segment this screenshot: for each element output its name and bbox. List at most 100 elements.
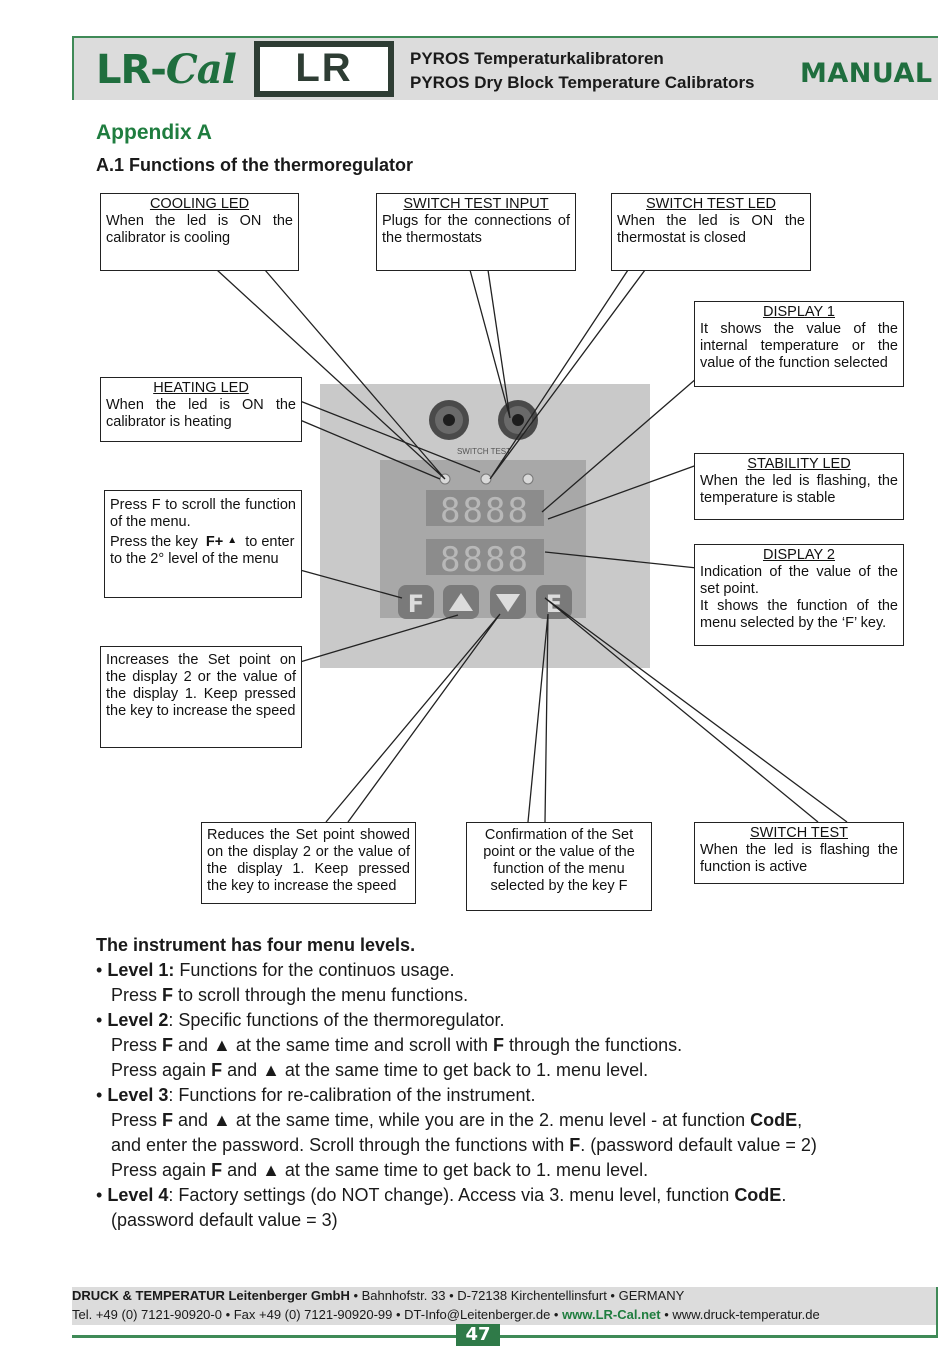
- text-run: and ▲ at the same time, while you are in…: [173, 1110, 751, 1130]
- up-key-button[interactable]: [443, 585, 479, 619]
- level-2-detail-2: Press again F and ▲ at the same time to …: [96, 1058, 896, 1083]
- switch-test-input-title: SWITCH TEST INPUT: [403, 196, 549, 212]
- code-label: CodE: [750, 1110, 798, 1130]
- key-f: F: [211, 1060, 223, 1080]
- section-title: A.1 Functions of the thermoregulator: [96, 155, 414, 175]
- key-f: F: [162, 1035, 174, 1055]
- level-4-detail: (password default value = 3): [96, 1208, 896, 1233]
- level-3-detail-3: Press again F and ▲ at the same time to …: [96, 1158, 896, 1183]
- text-run: and enter the password. Scroll through t…: [111, 1135, 570, 1155]
- f-key-text-2c: to enter to the 2° level of the menu: [110, 534, 295, 567]
- text-run: Press: [111, 1035, 163, 1055]
- text-run: Press: [111, 1110, 163, 1130]
- footer-band: [72, 1287, 938, 1325]
- text-run: (password default value = 3): [111, 1210, 338, 1230]
- appendix-title: Appendix A: [96, 121, 212, 144]
- switch-test-led-callout: SWITCH TEST LED When the led is ON the t…: [611, 193, 811, 271]
- f-key-button[interactable]: F: [398, 585, 434, 619]
- down-key-text: Reduces the Set point showed on the disp…: [207, 827, 410, 894]
- f-key-text-1: Press F to scroll the function of the me…: [110, 497, 296, 530]
- switch-test-text: When the led is flashing the function is…: [700, 842, 898, 875]
- level-4-item: • Level 4: Factory settings (do NOT chan…: [96, 1183, 896, 1208]
- display-2-text-1: Indication of the value of the set point…: [700, 564, 898, 597]
- text-run: Press again: [111, 1060, 212, 1080]
- up-key-callout: Increases the Set point on the display 2…: [100, 646, 302, 748]
- f-key-text-2: Press the key F+ ▲ to enter to the 2° le…: [110, 532, 296, 568]
- heating-led-callout: HEATING LED When the led is ON the calib…: [100, 377, 302, 442]
- cooling-led-callout: COOLING LED When the led is ON the calib…: [100, 193, 299, 271]
- text-run: and ▲ at the same time to get back to 1.…: [222, 1160, 649, 1180]
- switch-test-title: SWITCH TEST: [749, 825, 848, 841]
- down-key-callout: Reduces the Set point showed on the disp…: [201, 822, 416, 904]
- lr-cal-logo: LR-Cal: [96, 46, 237, 93]
- level-3-detail-2: and enter the password. Scroll through t…: [96, 1133, 896, 1158]
- footer-bottom-rule: [72, 1335, 938, 1338]
- up-small-icon: ▲: [227, 535, 238, 546]
- bullet: •: [96, 1010, 103, 1030]
- key-f: F: [492, 1035, 504, 1055]
- display-2-window: [426, 539, 544, 575]
- stability-led-text: When the led is flashing, the temperatur…: [700, 473, 898, 506]
- switch-test-led-text: When the led is ON the thermostat is clo…: [617, 213, 805, 246]
- display-1-window: [426, 490, 544, 526]
- stability-led-callout: STABILITY LED When the led is flashing, …: [694, 453, 904, 520]
- level-1-detail: Press F to scroll through the menu funct…: [96, 983, 896, 1008]
- display-1-callout: DISPLAY 1 It shows the value of the inte…: [694, 301, 904, 387]
- lr-logo-text: LR: [295, 46, 353, 90]
- text-run: and ▲ at the same time to get back to 1.…: [222, 1060, 649, 1080]
- switch-test-led-icon: [522, 473, 534, 485]
- stability-led-title: STABILITY LED: [747, 456, 851, 472]
- key-f: F: [162, 1110, 174, 1130]
- page-number-box: [456, 1324, 500, 1346]
- down-arrow-icon: [496, 594, 520, 612]
- up-arrow-icon: [449, 593, 473, 611]
- heating-led-icon: [480, 473, 492, 485]
- down-key-button[interactable]: [490, 585, 526, 619]
- heating-led-text: When the led is ON the calibrator is hea…: [106, 397, 296, 430]
- display-2-text-2: It shows the function of the menu select…: [700, 598, 898, 631]
- text-run: . (password default value = 2): [580, 1135, 817, 1155]
- display-2-digits: 8888: [440, 540, 530, 580]
- key-f: F: [569, 1135, 581, 1155]
- leader-lines: [216, 269, 848, 823]
- text-run: Press again: [111, 1160, 212, 1180]
- header-title-en: PYROS Dry Block Temperature Calibrators: [410, 73, 755, 92]
- menu-levels-section: The instrument has four menu levels. • L…: [96, 933, 896, 1233]
- e-key-text: Confirmation of the Set point or the val…: [483, 827, 635, 894]
- switch-test-callout: SWITCH TEST When the led is flashing the…: [694, 822, 904, 884]
- bullet: •: [96, 1085, 103, 1105]
- header-band: [72, 36, 938, 100]
- display-2-callout: DISPLAY 2 Indication of the value of the…: [694, 544, 904, 646]
- key-f: F: [211, 1160, 223, 1180]
- level-2-label: Level 2: [107, 1010, 169, 1030]
- f-key-callout: Press F to scroll the function of the me…: [104, 490, 302, 598]
- text-run: to scroll through the menu functions.: [173, 985, 469, 1005]
- key-f: F: [162, 985, 174, 1005]
- level-3-text: : Functions for re-calibration of the in…: [168, 1085, 536, 1105]
- level-1-text: Functions for the continuos usage.: [174, 960, 455, 980]
- lr-logo-box-inner: [260, 47, 388, 91]
- footer-website-link[interactable]: www.LR-Cal.net: [562, 1307, 661, 1322]
- cooling-led-title: COOLING LED: [149, 196, 250, 212]
- level-4-text: : Factory settings (do NOT change). Acce…: [168, 1185, 735, 1205]
- level-2-detail-1: Press F and ▲ at the same time and scrol…: [96, 1033, 896, 1058]
- footer-contact: Tel. +49 (0) 7121-90920-0 • Fax +49 (0) …: [72, 1307, 563, 1322]
- level-3-item: • Level 3: Functions for re-calibration …: [96, 1083, 896, 1108]
- bullet: •: [96, 960, 103, 980]
- switch-test-socket-left: [429, 400, 469, 440]
- cooling-led-text: When the led is ON the calibrator is coo…: [106, 213, 293, 246]
- footer-right-rule: [936, 1287, 938, 1338]
- display-1-title: DISPLAY 1: [762, 304, 835, 320]
- footer-company: DRUCK & TEMPERATUR Leitenberger GmbH: [72, 1288, 350, 1303]
- header-title-de: PYROS Temperaturkalibratoren: [410, 49, 664, 68]
- f-key-label: F: [408, 590, 424, 618]
- code-label: CodE: [734, 1185, 782, 1205]
- level-3-label: Level 3: [107, 1085, 169, 1105]
- level-2-item: • Level 2: Specific functions of the the…: [96, 1008, 896, 1033]
- display-2-title: DISPLAY 2: [762, 547, 835, 563]
- switch-test-input-text: Plugs for the connections of the thermos…: [382, 213, 570, 246]
- switch-test-socket-right: [498, 400, 538, 440]
- switch-test-input-callout: SWITCH TEST INPUT Plugs for the connecti…: [376, 193, 576, 271]
- header-left-rule: [72, 36, 74, 100]
- bullet: •: [96, 1185, 103, 1205]
